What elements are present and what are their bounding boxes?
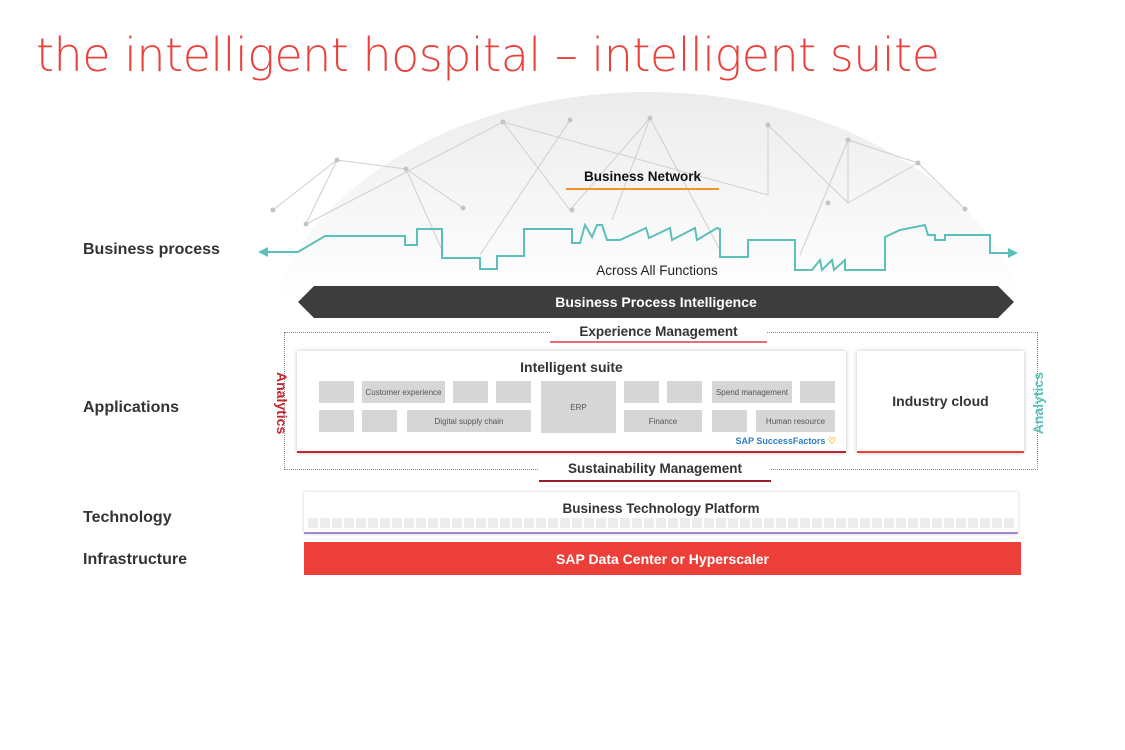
tile-human-resource: Human resource <box>756 410 835 432</box>
across-functions-label: Across All Functions <box>596 263 718 278</box>
arrow-left-icon <box>258 247 268 257</box>
network-nodes <box>270 115 968 227</box>
suite-tile <box>667 381 702 403</box>
tile-finance: Finance <box>624 410 702 432</box>
successfactors-label: SAP SuccessFactors ♡ <box>736 436 836 447</box>
industry-cloud-label: Industry cloud <box>892 393 989 409</box>
btp-blocks <box>308 518 1014 528</box>
suite-tile <box>496 381 531 403</box>
experience-management-label: Experience Management <box>550 324 767 339</box>
intelligent-suite-box: Intelligent suite Customer experience ER… <box>297 351 846 453</box>
suite-tile <box>624 381 659 403</box>
data-center-label: SAP Data Center or Hyperscaler <box>556 550 769 567</box>
analytics-right-label: Analytics <box>1030 372 1046 434</box>
data-center-bar: SAP Data Center or Hyperscaler <box>304 542 1021 575</box>
tile-digital-supply-chain: Digital supply chain <box>407 410 531 432</box>
row-label-business-process: Business process <box>83 241 220 258</box>
tile-spend-management: Spend management <box>712 381 792 403</box>
bpi-label: Business Process Intelligence <box>555 294 757 310</box>
business-technology-platform-bar: Business Technology Platform <box>304 492 1018 534</box>
industry-cloud-box: Industry cloud <box>857 351 1024 453</box>
suite-tile <box>362 410 397 432</box>
suite-tile <box>453 381 488 403</box>
analytics-right-text: Analytics <box>1030 372 1046 435</box>
suite-tile <box>319 410 354 432</box>
arrow-right-icon <box>1008 248 1018 258</box>
sustainability-management-label: Sustainability Management <box>539 461 771 476</box>
business-network-label: Business Network <box>583 169 702 184</box>
process-line <box>262 222 1015 273</box>
analytics-left-text: Analytics <box>274 372 290 435</box>
btp-label: Business Technology Platform <box>562 501 760 516</box>
suite-tile <box>319 381 354 403</box>
suite-tile <box>712 410 747 432</box>
row-label-infrastructure: Infrastructure <box>83 551 188 568</box>
heart-icon: ♡ <box>827 436 836 446</box>
analytics-left-label: Analytics <box>274 372 290 434</box>
slide-title: the intelligent hospital – intelligent s… <box>36 28 940 82</box>
suite-tile <box>800 381 835 403</box>
tile-erp: ERP <box>541 381 616 433</box>
row-label-technology: Technology <box>83 509 172 526</box>
intelligent-suite-title: Intelligent suite <box>520 359 623 375</box>
network-lines <box>272 117 966 256</box>
business-process-intelligence-bar: Business Process Intelligence <box>298 286 1014 318</box>
row-label-applications: Applications <box>83 399 180 416</box>
tile-customer-experience: Customer experience <box>362 381 445 403</box>
successfactors-text: SAP SuccessFactors <box>735 436 826 446</box>
